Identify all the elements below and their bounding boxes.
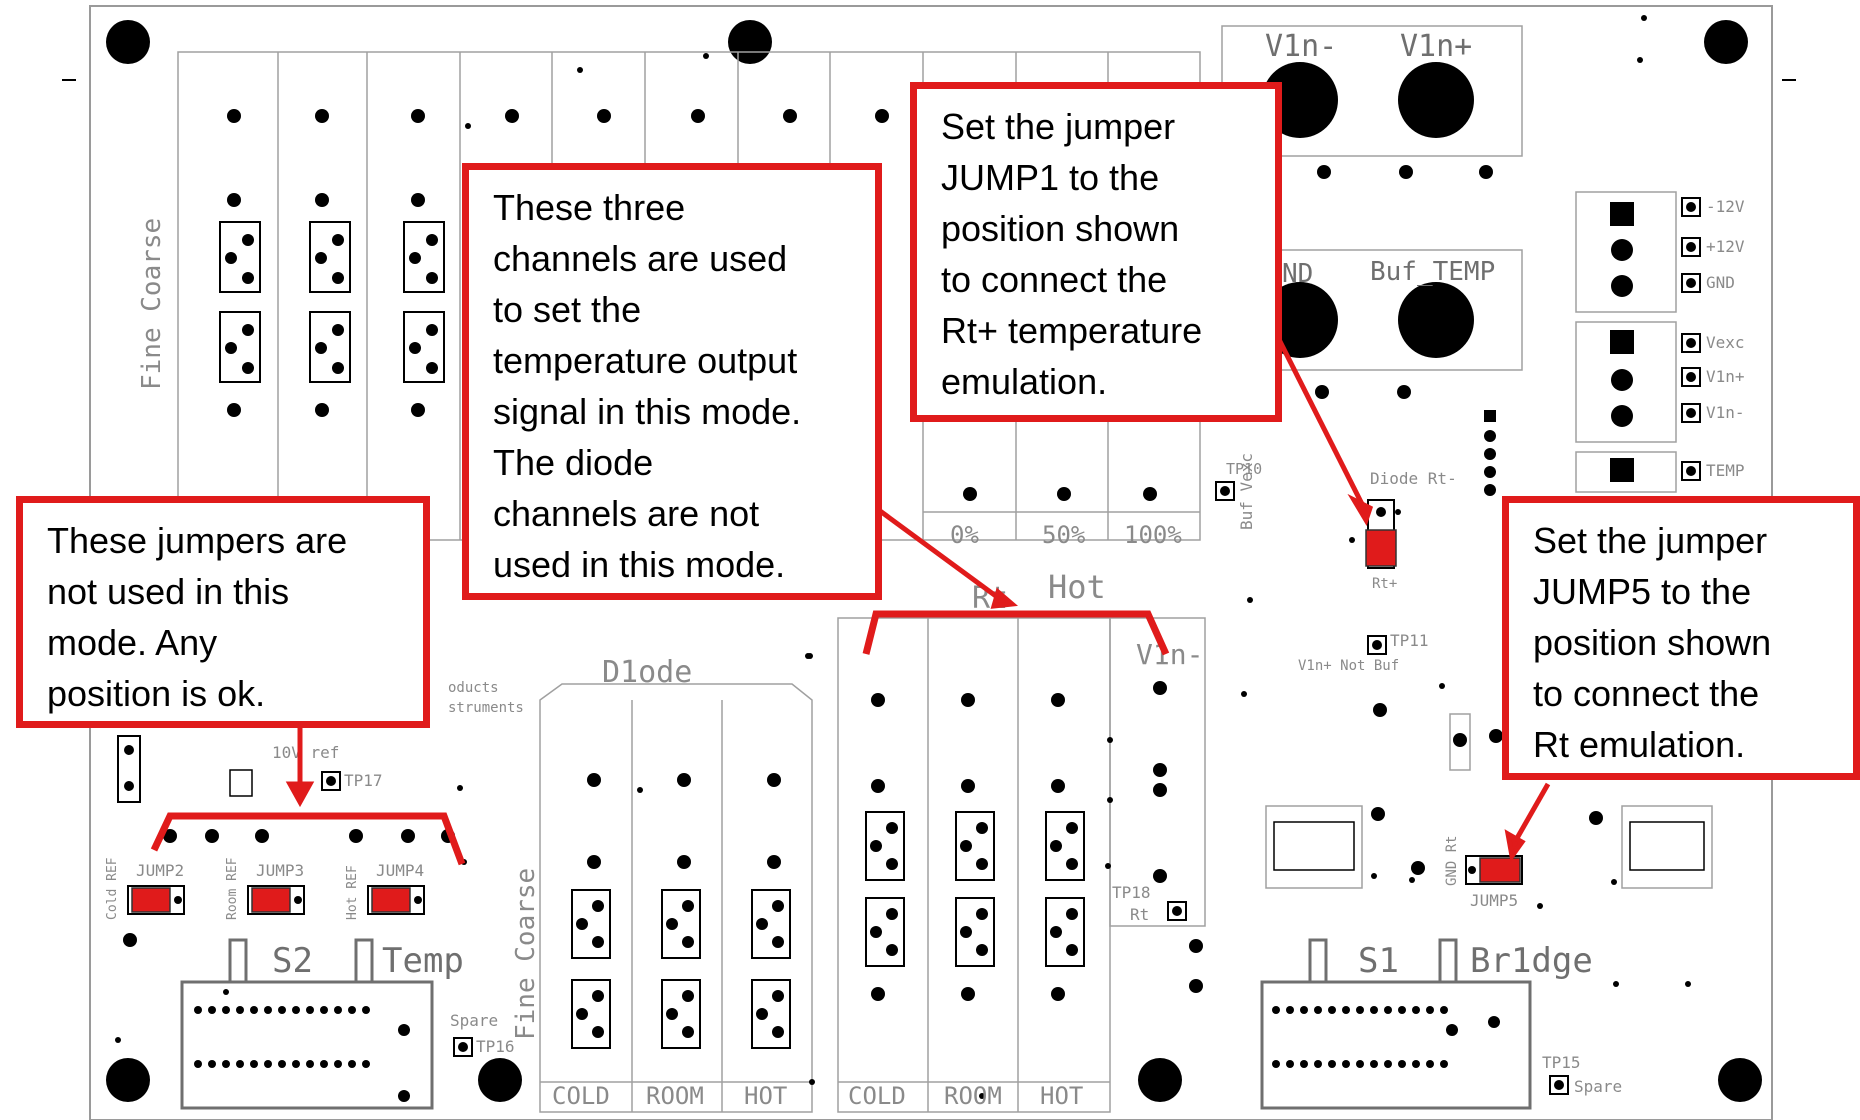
label-gnd: GND [1706, 273, 1735, 292]
coarse-trimmers [219, 221, 445, 383]
bracket-rt-channels [862, 610, 1170, 656]
percent-0: 0% [950, 521, 979, 549]
diode-rt-label: Diode Rt- [1370, 469, 1457, 488]
jump1-area: Diode Rt- Rt+ Buf Vexc TP10 [1215, 453, 1457, 592]
bridge-label: Br1dge [1470, 941, 1593, 981]
diode-room: ROOM [646, 1082, 704, 1110]
mounting-holes [106, 20, 1762, 1102]
label-vin-plus: V1n+ [1706, 367, 1745, 386]
rt-vin-minus: V1n- [1136, 638, 1203, 671]
label-vin-minus: V1n- [1706, 403, 1745, 422]
ref-label: 10V ref [272, 743, 339, 762]
terminal-gnd: ND [1282, 259, 1313, 289]
cold-ref-label: Cold REF [105, 857, 120, 920]
jump5-area: JUMP5 GND Rt [1444, 835, 1523, 910]
tp15-label: TP15 [1542, 1053, 1581, 1072]
percent-100: 100% [1124, 521, 1182, 549]
fine-coarse-label-2: Fine Coarse [511, 868, 541, 1040]
diode-cold: COLD [552, 1082, 610, 1110]
tp18-label: TP18 [1112, 883, 1151, 902]
vin-not-buf-label: V1n+ Not Buf [1298, 658, 1399, 674]
temp-label: Temp [382, 941, 464, 981]
terminal-vin-minus: V1n- [1265, 29, 1337, 64]
label-p12v: +12V [1706, 237, 1745, 256]
diode-section: D1ode Fine Coarse [511, 655, 813, 1113]
diode-vias [587, 653, 815, 1085]
rt-hot: HOT [1040, 1082, 1083, 1110]
jump1-jumper [1365, 529, 1397, 567]
s2-pins [115, 989, 410, 1102]
diode-trimmers [571, 889, 791, 1049]
spare-label-left: Spare [450, 1011, 498, 1030]
rt-trimmers [865, 811, 1085, 967]
fine-coarse-label: Fine Coarse [137, 218, 167, 390]
right-vias [1247, 15, 1647, 603]
lower-right-vias [1241, 683, 1691, 987]
buf-vexc-label: Buf Vexc [1237, 453, 1256, 530]
top-bank-vias [227, 53, 1157, 501]
rt-section: V1n- TP18 Rt [837, 617, 1206, 1113]
tp16-label: TP16 [476, 1037, 515, 1056]
jump3-label: JUMP3 [256, 861, 304, 880]
diode-title: D1ode [602, 655, 692, 690]
tp10-label: TP10 [1226, 460, 1262, 478]
callout-unused-jumpers: These jumpers are not used in this mode.… [16, 496, 430, 728]
gnd-rt-label: GND Rt [1444, 835, 1460, 886]
spare-label-right: Spare [1574, 1077, 1622, 1096]
label-temp: TEMP [1706, 461, 1745, 480]
s2-connector: S2 Temp Spare TP16 [180, 938, 515, 1110]
s1-label: S1 [1358, 941, 1399, 981]
power-connectors [1575, 191, 1701, 493]
rt-cold: COLD [848, 1082, 906, 1110]
diode-hot: HOT [744, 1082, 787, 1110]
annotation-brackets [150, 610, 1170, 866]
jump3-jumper [251, 887, 291, 913]
products-text-2: oducts [448, 680, 499, 696]
rt-tp-label: Rt [1130, 905, 1149, 924]
callout-jump1: Set the jumper JUMP1 to the position sho… [910, 82, 1282, 422]
terminal-buf-temp: Buf_TEMP [1370, 257, 1495, 287]
percent-50: 50% [1042, 521, 1086, 549]
regulators [1265, 713, 1713, 889]
jumpers-2-4: JUMP2 JUMP3 JUMP4 Cold REF Room REF Hot … [105, 857, 425, 920]
jump2-label: JUMP2 [136, 861, 184, 880]
callout-three-channels: These three channels are used to set the… [462, 163, 882, 600]
hot-ref-label: Hot REF [345, 865, 360, 920]
rt-room: ROOM [944, 1082, 1002, 1110]
rt-plus-label: Rt+ [1372, 576, 1397, 592]
label-vexc: Vexc [1706, 333, 1745, 352]
terminal-vin-plus: V1n+ [1400, 29, 1472, 64]
bracket-unused-jumpers [150, 812, 466, 866]
jump4-jumper [371, 887, 411, 913]
jump2-jumper [131, 887, 171, 913]
header-pins [1484, 410, 1496, 496]
room-ref-label: Room REF [225, 857, 240, 920]
instruments-text: struments [448, 700, 524, 716]
label-m12v: -12V [1706, 197, 1745, 216]
jump5-label: JUMP5 [1470, 891, 1518, 910]
s2-label: S2 [272, 941, 313, 981]
tp11-label: TP11 [1390, 631, 1429, 650]
hot-title: Hot [1048, 568, 1106, 606]
jump5-jumper [1479, 857, 1521, 883]
tp17-label: TP17 [344, 771, 383, 790]
s1-connector: S1 Br1dge [1260, 938, 1593, 1110]
callout-jump5: Set the jumper JUMP5 to the position sho… [1502, 496, 1860, 780]
rt-vias [871, 681, 1203, 1099]
s1-pins [1272, 1006, 1500, 1068]
jump4-label: JUMP4 [376, 861, 424, 880]
